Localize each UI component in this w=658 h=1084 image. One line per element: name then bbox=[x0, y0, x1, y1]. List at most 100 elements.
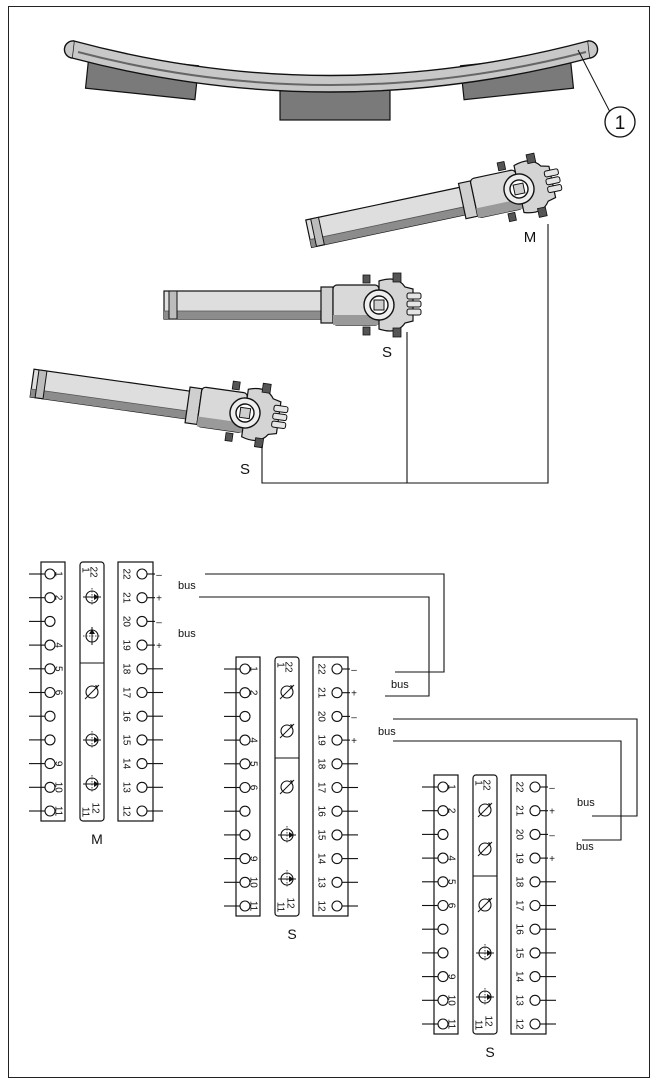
left-terminal-number: 2 bbox=[52, 595, 63, 601]
left-terminal-number: 4 bbox=[247, 737, 258, 743]
actuator-label-slave-1: S bbox=[382, 344, 392, 361]
terminal-screw bbox=[529, 828, 541, 840]
terminal-screw bbox=[529, 1018, 541, 1030]
bus-label: bus bbox=[178, 580, 196, 592]
terminal-block-label: M bbox=[91, 831, 103, 847]
terminal-screw bbox=[529, 994, 541, 1006]
left-terminal-number: 11 bbox=[445, 1019, 456, 1030]
left-terminal-number: 10 bbox=[52, 782, 63, 794]
right-terminal-number: 19 bbox=[513, 853, 524, 865]
actuator-cables bbox=[261, 224, 549, 484]
terminal-screw bbox=[529, 923, 541, 935]
right-terminal-number: 12 bbox=[315, 900, 326, 912]
switch-label: 1 bbox=[274, 662, 285, 668]
switch-label: 12 bbox=[89, 802, 100, 814]
terminal-screw bbox=[437, 828, 449, 840]
right-terminal-number: 18 bbox=[120, 663, 131, 675]
terminal-screw bbox=[437, 947, 449, 959]
left-terminal-number: 1 bbox=[247, 666, 258, 672]
terminal-screw bbox=[437, 805, 449, 817]
terminal-screw bbox=[437, 781, 449, 793]
terminal-screw bbox=[331, 876, 343, 888]
left-terminal-number: 11 bbox=[52, 806, 63, 817]
terminal-screw bbox=[136, 758, 148, 770]
right-terminal-number: 18 bbox=[315, 758, 326, 770]
right-terminal-number: 15 bbox=[513, 947, 524, 959]
right-terminal-number: 16 bbox=[315, 806, 326, 818]
bus-plus-sign: + bbox=[156, 641, 162, 652]
bus-label: bus bbox=[576, 841, 594, 853]
terminal-screw bbox=[529, 805, 541, 817]
left-terminal-number: 11 bbox=[247, 901, 258, 912]
left-terminal-number: 2 bbox=[445, 808, 456, 814]
terminal-screw bbox=[529, 852, 541, 864]
terminal-screw bbox=[44, 615, 56, 627]
terminal-screw bbox=[239, 734, 251, 746]
terminal-screw bbox=[136, 686, 148, 699]
right-terminal-number: 13 bbox=[513, 995, 524, 1007]
terminal-screw bbox=[529, 876, 541, 888]
left-terminal-number: 4 bbox=[445, 855, 456, 861]
terminal-screw bbox=[331, 781, 343, 794]
right-terminal-number: 22 bbox=[120, 568, 131, 580]
terminal-screw bbox=[44, 734, 56, 746]
bus-label: bus bbox=[378, 726, 396, 738]
bus-minus-sign: – bbox=[549, 783, 555, 794]
bearing-assembly: 1 bbox=[63, 40, 636, 138]
terminal-screw bbox=[239, 805, 251, 817]
switch-label: 22 bbox=[480, 779, 491, 791]
terminal-screw bbox=[437, 1018, 449, 1030]
switch-label: 22 bbox=[87, 566, 98, 578]
switch-label: 1 bbox=[472, 780, 483, 786]
switch-label: 22 bbox=[282, 661, 293, 673]
terminal-screw bbox=[136, 663, 148, 675]
bus-plus-sign: + bbox=[351, 689, 357, 700]
left-terminal-number: 10 bbox=[445, 995, 456, 1007]
terminal-screw bbox=[44, 568, 56, 580]
right-terminal-number: 21 bbox=[513, 805, 524, 817]
actuator-slave-2 bbox=[26, 350, 292, 452]
terminal-screw bbox=[437, 899, 449, 912]
right-terminal-number: 19 bbox=[315, 735, 326, 747]
left-terminal-number: 5 bbox=[247, 761, 258, 767]
bus-minus-sign: – bbox=[549, 830, 555, 841]
left-terminal-number: 9 bbox=[52, 761, 63, 767]
terminal-screw bbox=[136, 592, 148, 604]
right-terminal-number: 13 bbox=[120, 782, 131, 794]
switch-label: 11 bbox=[274, 902, 285, 913]
right-terminal-number: 17 bbox=[315, 782, 326, 794]
left-terminal-number: 4 bbox=[52, 642, 63, 648]
left-terminal-number: 9 bbox=[247, 856, 258, 862]
terminal-screw bbox=[44, 805, 56, 817]
terminal-screw bbox=[437, 923, 449, 935]
terminal-screw bbox=[529, 781, 541, 793]
left-terminal-number: 6 bbox=[445, 903, 456, 909]
left-terminal-number: 10 bbox=[247, 877, 258, 889]
terminal-block-label: S bbox=[485, 1044, 494, 1060]
switch-label: 11 bbox=[79, 807, 90, 818]
terminal-screw bbox=[136, 568, 148, 580]
switch-label: 12 bbox=[482, 1015, 493, 1027]
terminal-screw bbox=[44, 781, 56, 793]
terminal-screw bbox=[437, 876, 449, 888]
callout-leader bbox=[577, 49, 611, 113]
terminal-screw bbox=[239, 758, 251, 770]
bus-label: bus bbox=[391, 679, 409, 691]
right-terminal-number: 22 bbox=[315, 663, 326, 675]
terminal-screw bbox=[437, 852, 449, 864]
bus-plus-sign: + bbox=[351, 736, 357, 747]
terminal-screw bbox=[136, 710, 148, 722]
switch-label: 11 bbox=[472, 1020, 483, 1031]
left-terminal-number: 2 bbox=[247, 690, 258, 696]
terminal-screw bbox=[136, 805, 148, 817]
terminal-screw bbox=[239, 663, 251, 675]
right-terminal-number: 16 bbox=[513, 924, 524, 936]
right-terminal-number: 15 bbox=[315, 829, 326, 841]
switch-label: 12 bbox=[284, 897, 295, 909]
terminal-screw bbox=[331, 687, 343, 699]
